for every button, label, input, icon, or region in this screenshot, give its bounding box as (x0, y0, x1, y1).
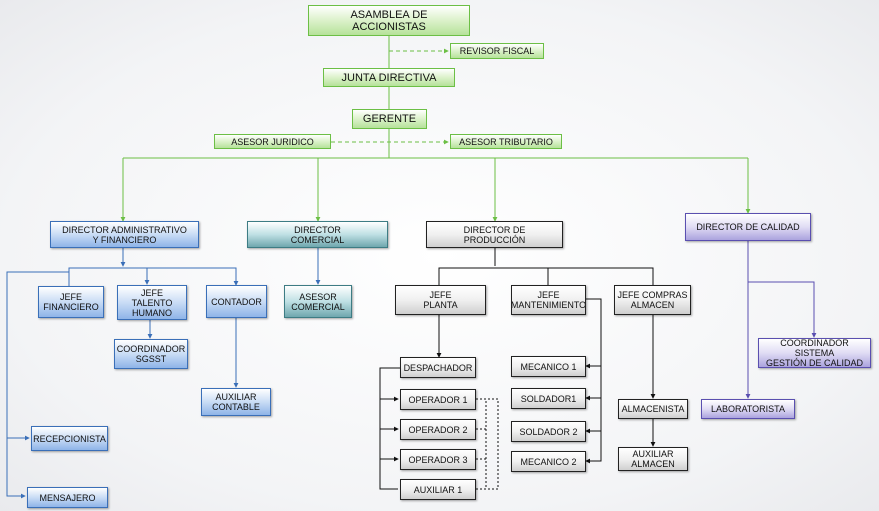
jefe-mantenimiento-box: JEFE MANTENIMIENTO (511, 285, 586, 315)
mecanico-2-box: MECANICO 2 (511, 451, 586, 472)
asesor-tributario-box: ASESOR TRIBUTARIO (450, 134, 562, 149)
asamblea-accionistas-box: ASAMBLEA DE ACCIONISTAS (308, 5, 470, 36)
jefe-compras-almacen-box: JEFE COMPRAS ALMACEN (614, 285, 691, 315)
director-comercial-box: DIRECTOR COMERCIAL (247, 221, 388, 248)
almacenista-box: ALMACENISTA (618, 399, 688, 419)
contador-box: CONTADOR (206, 285, 267, 318)
coordinador-calidad-box: COORDINADOR SISTEMA GESTIÓN DE CALIDAD (758, 338, 871, 368)
operador-1-box: OPERADOR 1 (400, 389, 476, 410)
jefe-talento-humano-box: JEFE TALENTO HUMANO (117, 285, 187, 320)
gerente-box: GERENTE (352, 109, 427, 129)
mecanico-1-box: MECANICO 1 (511, 356, 586, 377)
operador-3-box: OPERADOR 3 (400, 449, 476, 470)
recepcionista-box: RECEPCIONISTA (31, 426, 108, 451)
asesor-comercial-box: ASESOR COMERCIAL (284, 285, 352, 318)
auxiliar-contable-box: AUXILIAR CONTABLE (201, 388, 271, 416)
soldador-2-box: SOLDADOR 2 (511, 421, 586, 442)
jefe-financiero-box: JEFE FINANCIERO (38, 286, 104, 318)
asesor-juridico-box: ASESOR JURIDICO (214, 134, 331, 149)
director-calidad-box: DIRECTOR DE CALIDAD (685, 213, 811, 241)
auxiliar-1-box: AUXILIAR 1 (400, 479, 476, 500)
revisor-fiscal-box: REVISOR FISCAL (450, 43, 544, 59)
coordinador-sgsst-box: COORDINADOR SGSST (114, 339, 188, 369)
despachador-box: DESPACHADOR (400, 357, 476, 378)
mensajero-box: MENSAJERO (27, 487, 108, 508)
auxiliar-almacen-box: AUXILIAR ALMACEN (618, 447, 688, 471)
director-administrativo-box: DIRECTOR ADMINISTRATIVO Y FINANCIERO (50, 221, 199, 248)
soldador-1-box: SOLDADOR1 (511, 388, 586, 409)
junta-directiva-box: JUNTA DIRECTIVA (323, 68, 455, 87)
laboratorista-box: LABORATORISTA (701, 399, 795, 419)
operador-2-box: OPERADOR 2 (400, 419, 476, 440)
director-produccion-box: DIRECTOR DE PRODUCCIÓN (426, 221, 563, 248)
jefe-planta-box: JEFE PLANTA (395, 285, 486, 315)
